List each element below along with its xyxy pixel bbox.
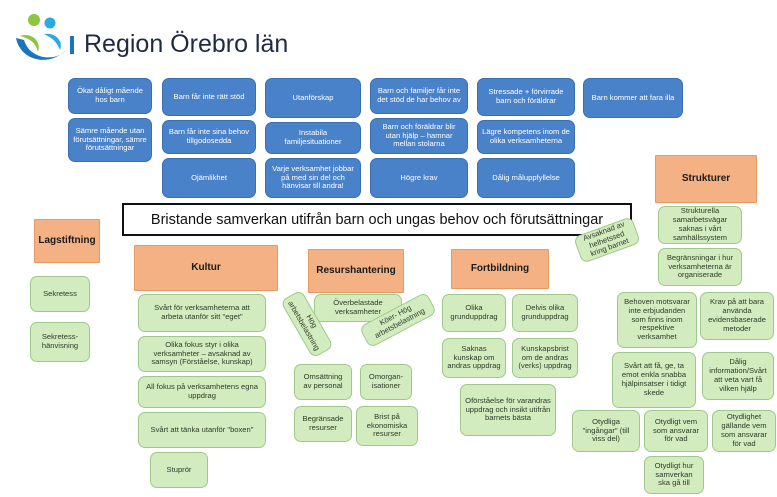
kultur-item: All fokus på verksamhetens egna uppdrag [138,376,266,408]
struktur-item: Dålig information/Svårt att veta vart få… [702,352,774,400]
problem-bubble: Barn och familjer får inte det stöd de h… [370,78,468,114]
struktur-item: Strukturella samarbetsvägar saknas i vår… [658,206,742,244]
fortbildning-item: Delvis olika grunduppdrag [512,294,578,332]
lagstiftning-item: Sekretess [30,276,90,312]
page-title: Region Örebro län [84,30,289,58]
struktur-item: Krav på att bara använda evidensbaserade… [700,292,774,340]
problem-bubble: Ojämlikhet [162,158,256,198]
resurs-item: Omsättning av personal [294,364,352,400]
problem-bubble: Barn kommer att fara illa [583,78,683,118]
kultur-item: Svårt att tänka utanför "boxen" [138,412,266,448]
struktur-item: Begränsningar i hur verksamheterna är or… [658,248,742,286]
problem-bubble: Varje verksamhet jobbar på med sin del o… [265,158,361,198]
fortbildning-item: Oförståelse för varandras uppdrag och in… [460,384,556,436]
fortbildning-item: Olika grunduppdrag [442,294,506,332]
problem-bubble: Stressade + förvirrade barn och föräldra… [477,78,575,116]
struktur-item: Otydliga "ingångar" (till viss del) [572,410,640,452]
problem-bubble: Instabila familjesituationer [265,122,361,154]
problem-bubble: Ökat dåligt mående hos barn [68,78,152,114]
resurs-item: Brist på ekonomiska resurser [356,406,418,446]
category-strukturer: Strukturer [655,155,757,203]
struktur-item: Otydlighet gällande vem som ansvarar för… [712,410,776,452]
problem-bubble: Barn får inte sina behov tillgodosedda [162,120,256,154]
problem-bubble: Lägre kompetens inom de olika verksamhet… [477,120,575,154]
struktur-item: Otydligt vem som ansvarar för vad [644,410,708,452]
problem-bubble: Högre krav [370,158,468,198]
resurs-item: Överbelastade verksamheter [314,294,402,322]
fortbildning-item: Saknas kunskap om andras uppdrag [442,338,506,378]
lagstiftning-item: Sekretess-hänvisning [30,322,90,362]
category-fortbildning: Fortbildning [451,249,549,289]
resurs-item: Begränsade resurser [294,406,352,442]
category-kultur: Kultur [134,245,278,291]
kultur-item: Olika fokus styr i olika verksamheter – … [138,336,266,372]
struktur-item: Svårt att få, ge, ta emot enkla snabba h… [612,352,696,408]
category-lagstiftning: Lagstiftning [34,219,100,263]
category-resurshantering: Resurshantering [308,249,404,293]
central-problem-banner: Bristande samverkan utifrån barn och ung… [122,203,632,236]
struktur-item: Behoven motsvarar inte erbjudanden som f… [617,292,697,348]
problem-bubble: Barn och föräldrar blir utan hjälp – ham… [370,118,468,154]
kultur-item: Svårt för verksamheterna att arbeta utan… [138,294,266,332]
problem-bubble: Utanförskap [265,78,361,118]
resurs-item: Omorgan-isationer [360,364,412,400]
kultur-item: Stuprör [150,452,208,488]
struktur-item: Otydligt hur samverkan ska gå till [644,456,704,494]
problem-bubble: Sämre mående utan förutsättningar, sämre… [68,118,152,162]
fortbildning-item: Kunskapsbrist om de andras (verks) uppdr… [512,338,578,378]
problem-bubble: Dålig måluppfyllelse [477,158,575,198]
region-orebro-logo [16,14,74,60]
problem-bubble: Barn får inte rätt stöd [162,78,256,116]
